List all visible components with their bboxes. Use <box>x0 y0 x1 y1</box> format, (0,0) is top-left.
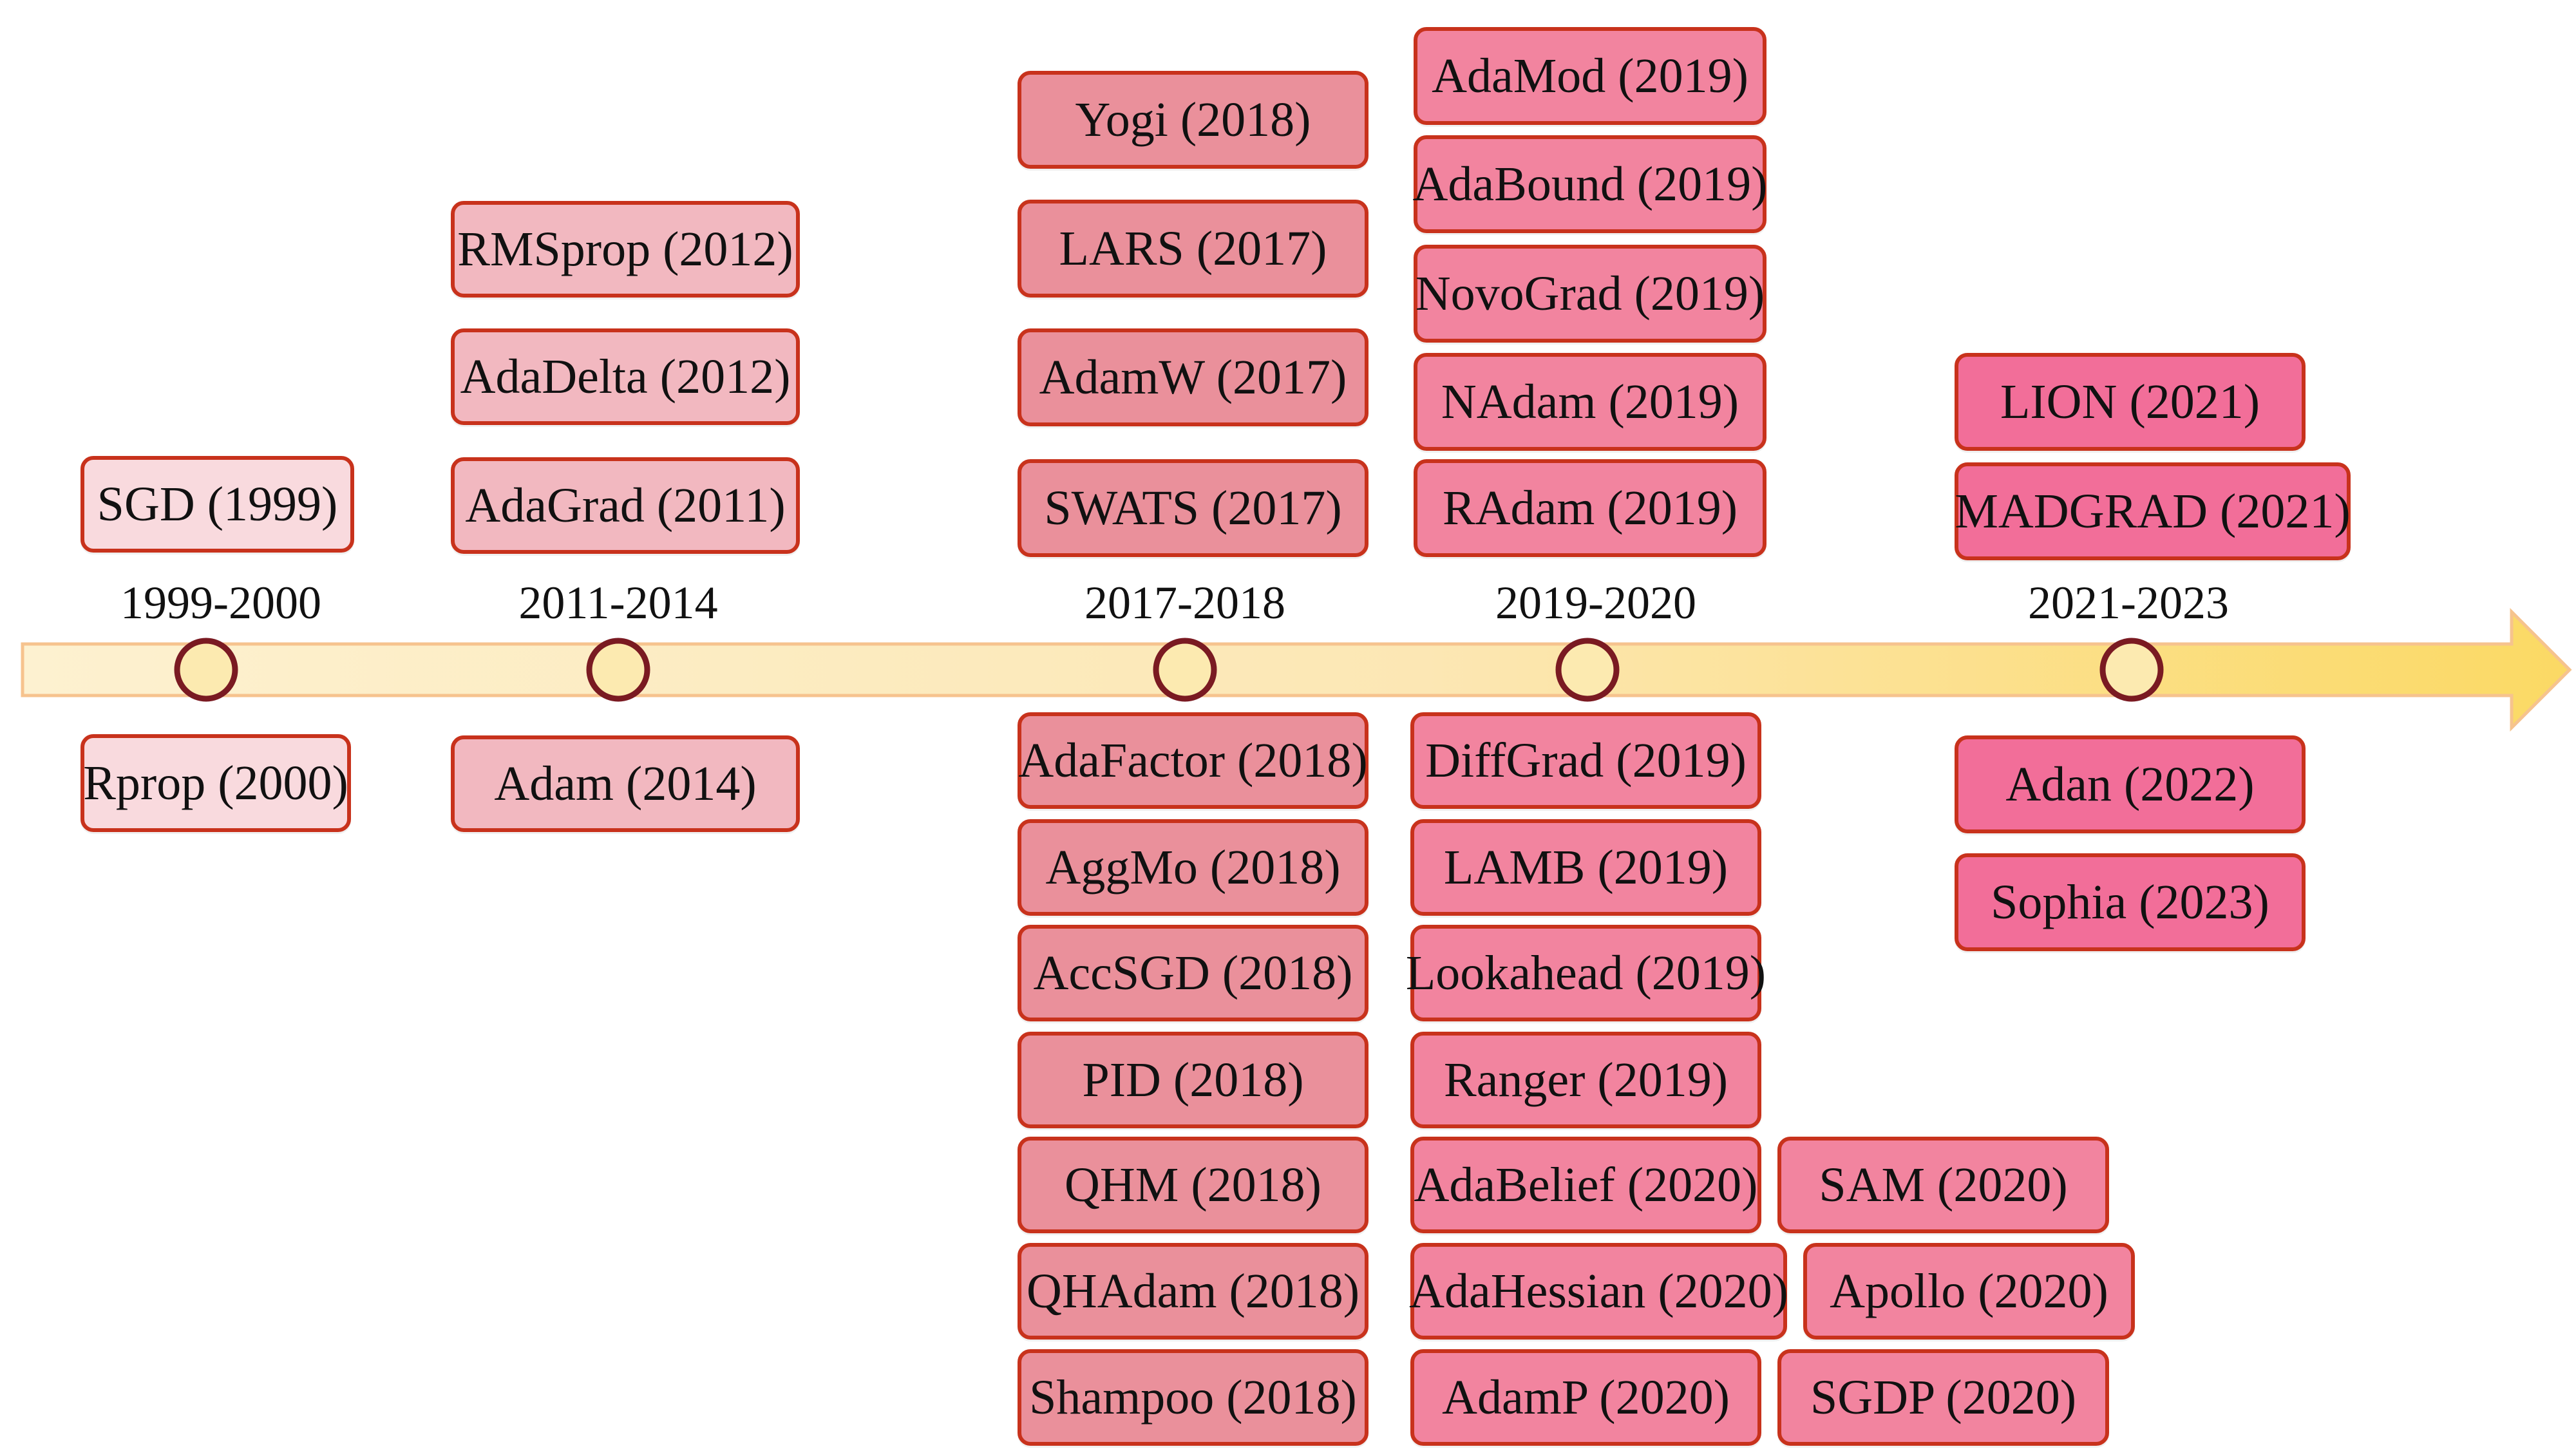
optimizer-box-adamw: AdamW (2017) <box>1018 328 1368 426</box>
optimizer-box-rprop: Rprop (2000) <box>80 734 351 832</box>
optimizer-box-diffgrad: DiffGrad (2019) <box>1410 712 1761 809</box>
period-label-2019-2020: 2019-2020 <box>1495 577 1696 629</box>
optimizer-box-sgdp: SGDP (2020) <box>1777 1349 2109 1446</box>
optimizer-box-pid: PID (2018) <box>1018 1032 1368 1128</box>
optimizer-box-lamb: LAMB (2019) <box>1410 819 1761 916</box>
optimizer-box-yogi: Yogi (2018) <box>1018 71 1368 169</box>
period-marker-1999-2000 <box>174 638 238 702</box>
optimizer-box-sam: SAM (2020) <box>1777 1137 2109 1233</box>
optimizer-box-nadam: NAdam (2019) <box>1414 353 1766 451</box>
optimizer-box-radam: RAdam (2019) <box>1414 459 1766 557</box>
optimizer-box-lars: LARS (2017) <box>1018 200 1368 298</box>
optimizer-box-adam: Adam (2014) <box>451 735 800 832</box>
optimizer-box-aggmo: AggMo (2018) <box>1018 819 1368 916</box>
period-label-2017-2018: 2017-2018 <box>1084 577 1285 629</box>
optimizer-box-novograd: NovoGrad (2019) <box>1414 245 1766 343</box>
optimizer-box-adamp: AdamP (2020) <box>1410 1349 1761 1446</box>
timeline-arrow-shape <box>21 607 2572 732</box>
optimizer-box-sgd: SGD (1999) <box>80 456 354 553</box>
optimizer-box-qhm: QHM (2018) <box>1018 1137 1368 1233</box>
optimizer-box-adagrad: AdaGrad (2011) <box>451 457 800 554</box>
optimizer-box-swats: SWATS (2017) <box>1018 459 1368 557</box>
optimizer-box-ranger: Ranger (2019) <box>1410 1032 1761 1128</box>
optimizer-box-adafactor: AdaFactor (2018) <box>1018 712 1368 809</box>
optimizer-box-qhadam: QHAdam (2018) <box>1018 1243 1368 1340</box>
period-label-2011-2014: 2011-2014 <box>518 577 718 629</box>
period-label-2021-2023: 2021-2023 <box>2028 577 2229 629</box>
optimizer-box-sophia: Sophia (2023) <box>1955 853 2306 951</box>
optimizer-box-accsgd: AccSGD (2018) <box>1018 925 1368 1021</box>
optimizer-box-adamod: AdaMod (2019) <box>1414 27 1766 125</box>
period-marker-2019-2020 <box>1555 638 1620 702</box>
period-marker-2021-2023 <box>2099 638 2164 702</box>
optimizer-box-adabound: AdaBound (2019) <box>1413 135 1767 233</box>
optimizer-box-adabelief: AdaBelief (2020) <box>1410 1137 1761 1233</box>
optimizer-box-shampoo: Shampoo (2018) <box>1018 1349 1368 1446</box>
optimizer-box-madgrad: MADGRAD (2021) <box>1955 462 2351 560</box>
optimizer-box-rmsprop: RMSprop (2012) <box>451 201 800 298</box>
optimizer-box-adadelta: AdaDelta (2012) <box>451 328 800 425</box>
optimizer-box-apollo: Apollo (2020) <box>1803 1243 2135 1340</box>
optimizer-box-adahessian: AdaHessian (2020) <box>1409 1243 1788 1340</box>
period-marker-2017-2018 <box>1153 638 1217 702</box>
optimizer-box-adan: Adan (2022) <box>1955 735 2306 833</box>
period-label-1999-2000: 1999-2000 <box>120 577 321 629</box>
period-marker-2011-2014 <box>586 638 650 702</box>
optimizer-box-lion: LION (2021) <box>1955 353 2306 451</box>
optimizer-box-lookahead: Lookahead (2019) <box>1406 925 1766 1021</box>
